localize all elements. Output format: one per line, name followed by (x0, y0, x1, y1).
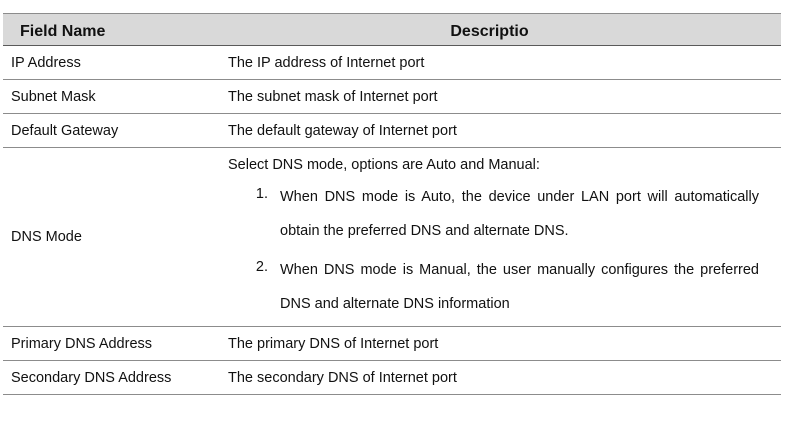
field-name-cell: Default Gateway (11, 122, 119, 139)
description-cell: The default gateway of Internet port (228, 122, 457, 139)
list-item: 2. When DNS mode is Manual, the user man… (228, 259, 759, 321)
description-cell: The secondary DNS of Internet port (228, 369, 457, 386)
table-row-dns-mode: DNS Mode Select DNS mode, options are Au… (3, 148, 781, 327)
dns-mode-intro: Select DNS mode, options are Auto and Ma… (228, 157, 540, 173)
table-row-ip-address: IP Address The IP address of Internet po… (3, 46, 781, 80)
description-cell: The primary DNS of Internet port (228, 335, 439, 352)
list-item-number: 1. (255, 186, 268, 202)
list-item: 1. When DNS mode is Auto, the device und… (228, 186, 759, 248)
field-name-cell: IP Address (11, 54, 81, 71)
header-field-name: Field Name (20, 23, 106, 40)
field-name-cell: Secondary DNS Address (11, 369, 172, 386)
description-cell: The subnet mask of Internet port (228, 88, 438, 105)
table-row-default-gateway: Default Gateway The default gateway of I… (3, 114, 781, 148)
header-description: Descriptio (450, 23, 529, 40)
list-item-text: When DNS mode is Auto, the device under … (280, 189, 759, 239)
table-row-subnet-mask: Subnet Mask The subnet mask of Internet … (3, 80, 781, 114)
table-row-secondary-dns: Secondary DNS Address The secondary DNS … (3, 361, 781, 395)
description-cell: Select DNS mode, options are Auto and Ma… (228, 148, 781, 332)
field-name-cell: DNS Mode (11, 229, 82, 245)
description-cell: The IP address of Internet port (228, 54, 425, 71)
list-item-text: When DNS mode is Manual, the user manual… (280, 262, 759, 312)
field-name-cell: Subnet Mask (11, 88, 96, 105)
list-item-number: 2. (255, 259, 268, 275)
table-header: Field Name Descriptio (3, 13, 781, 46)
field-description-table: Field Name Descriptio IP Address The IP … (3, 13, 781, 395)
field-name-cell: Primary DNS Address (11, 335, 153, 352)
table-row-primary-dns: Primary DNS Address The primary DNS of I… (3, 327, 781, 361)
